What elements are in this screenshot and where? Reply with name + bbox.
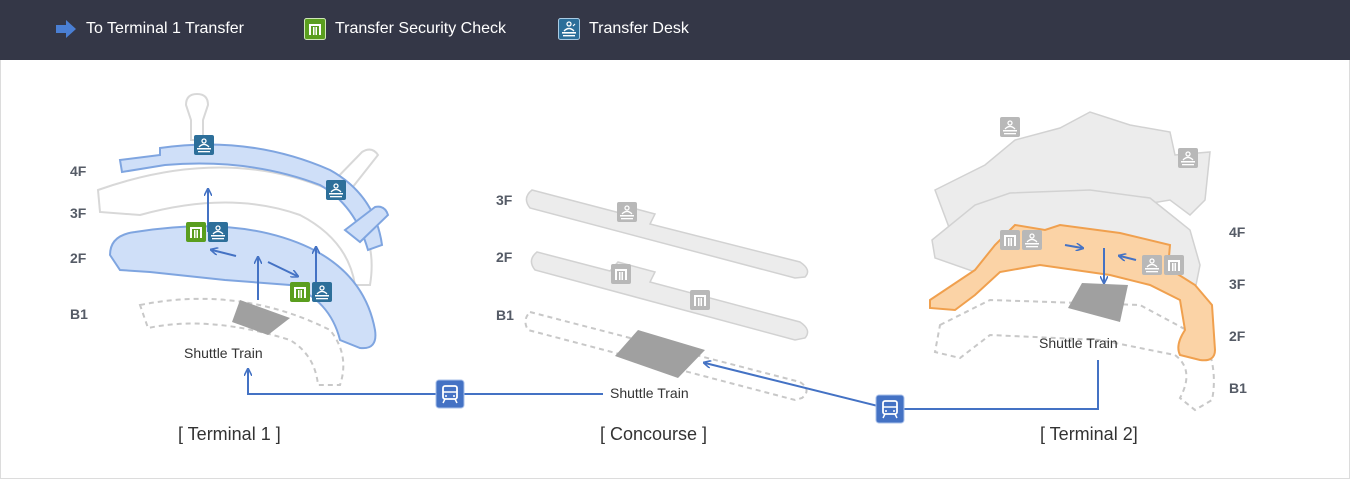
transfer-desk-icon xyxy=(1178,148,1198,168)
transfer-desk-icon xyxy=(326,180,346,200)
t2-route-arrow xyxy=(1120,256,1137,260)
t2-b1-floor xyxy=(933,298,1215,412)
t2-floor-label: B1 xyxy=(1229,380,1247,396)
legend-label: Transfer Desk xyxy=(589,20,689,37)
concourse-shuttle-station xyxy=(615,330,705,378)
t1-floor-label: B1 xyxy=(70,306,88,322)
t1-floor-label: 4F xyxy=(70,163,87,179)
t1-2f-floor xyxy=(108,225,377,350)
t1-shuttle-label: Shuttle Train xyxy=(184,345,263,361)
legend-label: To Terminal 1 Transfer xyxy=(86,20,244,37)
concourse-caption: [ Concourse ] xyxy=(600,424,707,444)
t1-floor-label: 3F xyxy=(70,205,87,221)
terminal2-caption: [ Terminal 2] xyxy=(1040,424,1138,444)
shuttle-route xyxy=(248,360,1099,424)
t2-floor-label: 4F xyxy=(1229,224,1246,240)
t1-floor-label: 2F xyxy=(70,250,87,266)
concourse-2f-floor xyxy=(530,251,809,341)
legend-bar: To Terminal 1 Transfer Transfer Security… xyxy=(0,0,1350,60)
t1-control-tower xyxy=(184,92,210,141)
security-check-icon xyxy=(290,282,310,302)
terminal1-map: 4F 3F 2F B1 Shuttle Train [ Terminal 1 ] xyxy=(70,92,390,444)
transfer-desk-icon xyxy=(1022,230,1042,250)
security-check-icon xyxy=(1164,255,1184,275)
transfer-desk-icon xyxy=(1142,255,1162,275)
security-check-icon xyxy=(1000,230,1020,250)
concourse-floor-label: B1 xyxy=(496,307,514,323)
legend-item-transfer-desk: Transfer Desk xyxy=(558,17,689,41)
concourse-map: 3F 2F B1 Shuttle Train [ Concourse ] xyxy=(496,189,809,444)
arrow-right-icon xyxy=(55,18,77,40)
concourse-floor-label: 3F xyxy=(496,192,513,208)
train-icon xyxy=(875,394,905,424)
t1-route-arrow xyxy=(267,261,297,276)
t1-4f-pier xyxy=(343,205,390,244)
t1-b1-floor xyxy=(138,297,345,386)
security-check-icon xyxy=(611,264,631,284)
t2-floor-label: 3F xyxy=(1229,276,1246,292)
legend-item-terminal1-transfer: To Terminal 1 Transfer xyxy=(55,17,244,41)
train-icon xyxy=(435,379,465,409)
concourse-floor-label: 2F xyxy=(496,249,513,265)
security-check-icon xyxy=(690,290,710,310)
t1-shuttle-station xyxy=(232,300,290,335)
t1-route-arrow xyxy=(212,250,237,257)
terminal1-caption: [ Terminal 1 ] xyxy=(178,424,281,444)
concourse-b1-floor xyxy=(524,310,808,402)
t1-3f-floor xyxy=(96,166,373,286)
t2-shuttle-label: Shuttle Train xyxy=(1039,335,1118,351)
transfer-desk-icon xyxy=(208,222,228,242)
legend-label: Transfer Security Check xyxy=(335,20,507,37)
concourse-3f-floor xyxy=(525,189,809,279)
legend-item-security-check: Transfer Security Check xyxy=(304,17,506,41)
security-check-icon xyxy=(304,18,326,40)
t2-route-arrow xyxy=(1064,245,1082,248)
t2-shuttle-station xyxy=(1068,283,1128,322)
route-line-t2 xyxy=(705,360,1099,410)
route-line-t1 xyxy=(248,370,603,395)
concourse-shuttle-label: Shuttle Train xyxy=(610,385,689,401)
t2-floor-label: 2F xyxy=(1229,328,1246,344)
transfer-desk-icon xyxy=(312,282,332,302)
t1-4f-floor xyxy=(118,143,384,252)
transfer-desk-icon xyxy=(617,202,637,222)
security-check-icon xyxy=(186,222,206,242)
terminal2-map: 4F 3F 2F B1 Shuttle Train [ Terminal 2] xyxy=(929,111,1247,444)
transfer-desk-icon xyxy=(558,18,580,40)
transfer-desk-icon xyxy=(1000,117,1020,137)
transfer-desk-icon xyxy=(194,135,214,155)
